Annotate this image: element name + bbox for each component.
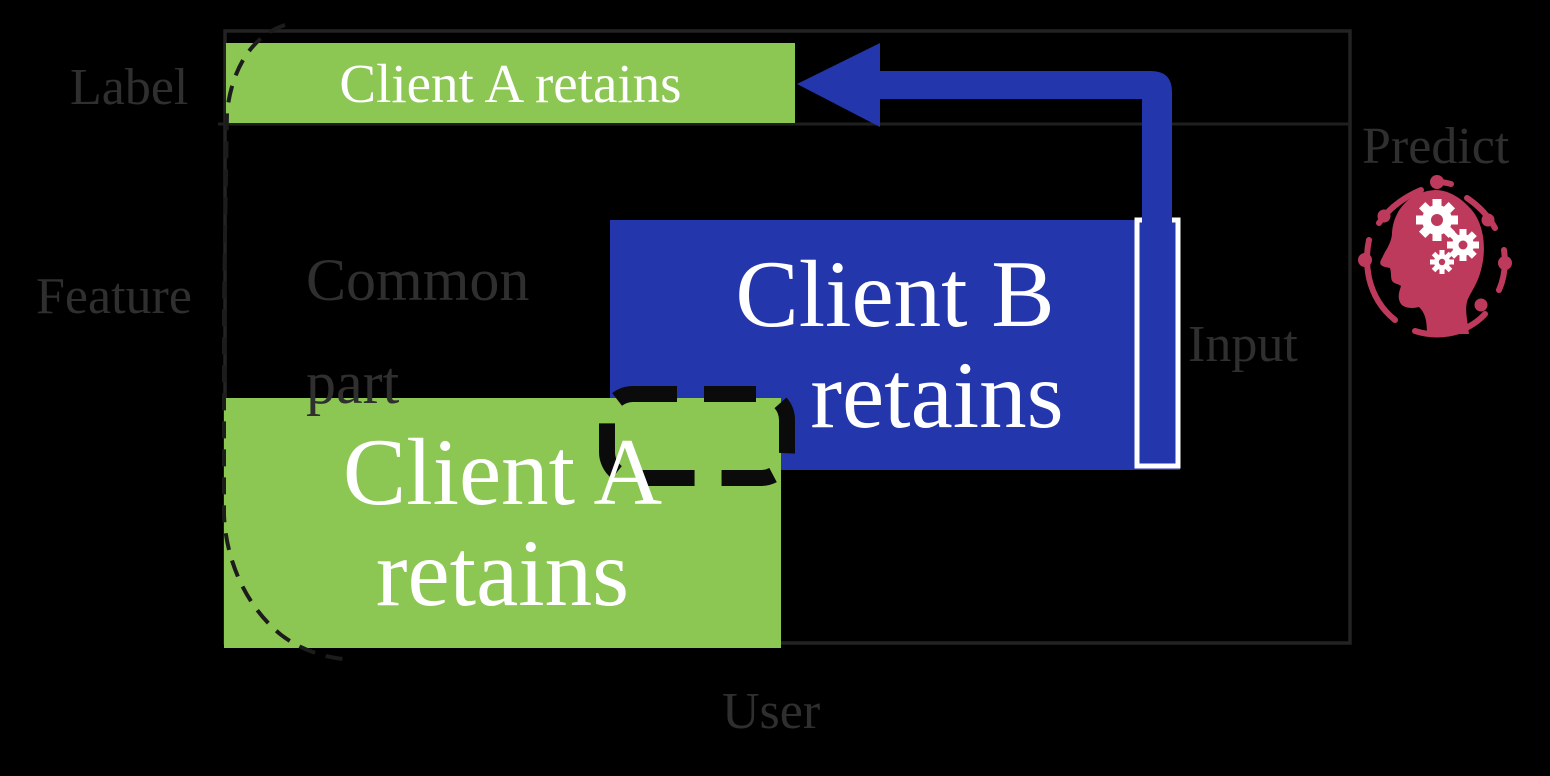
dashed-ellipse-arc [222,23,353,662]
client-a-caption-line2: retains [375,520,630,626]
client-a-caption-line1: Client A [342,419,663,525]
outer-frame [223,29,1352,645]
input-label: Input [1188,316,1298,373]
client-b-caption-line2: retains [810,342,1064,448]
icon-orbit-dots [1358,175,1512,312]
prediction-flow-arrow [797,43,1172,230]
client-a-box [224,398,781,648]
common-part-text: Common part [306,229,529,435]
icon-gear-large [1416,199,1458,241]
predict-label: Predict [1362,118,1510,175]
label-axis-text: Label [70,59,189,116]
client-a-caption: Client A retains [224,398,781,648]
icon-gear-medium [1447,229,1479,261]
label-bar-caption: Client A retains [339,52,682,114]
label-bar-client-a [226,43,795,123]
common-part-line1: Common [306,247,530,313]
client-b-caption-line1: Client B [735,241,1055,347]
client-b-caption: Client B retains [610,220,1180,470]
icon-gear-small [1430,250,1454,274]
feature-axis-text: Feature [36,268,192,325]
head-with-gears-icon [1358,175,1512,338]
common-overlap-dashed-frame [599,386,795,486]
common-part-line2: part [306,350,400,416]
user-axis-text: User [722,683,821,740]
